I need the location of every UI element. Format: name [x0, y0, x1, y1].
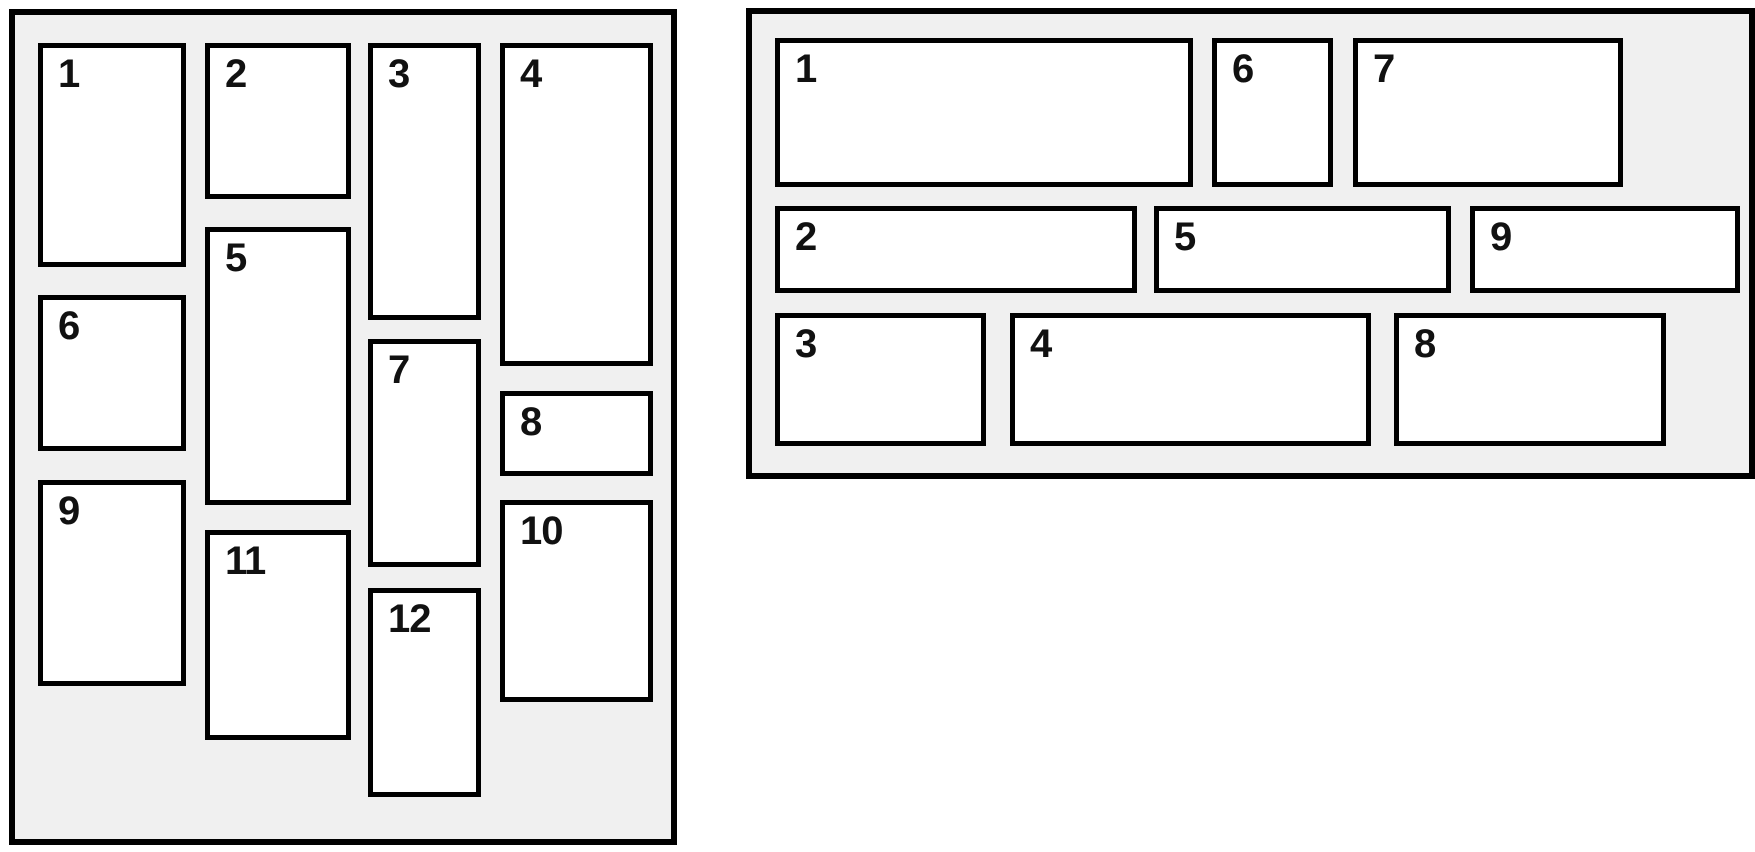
column-masonry-panel-item-10: 10	[500, 500, 653, 702]
row-masonry-panel: 1 2 3 4 5 6 7 8 9	[746, 8, 1755, 479]
column-masonry-panel-item-11: 11	[205, 530, 351, 740]
row-masonry-panel-item-3: 3	[775, 313, 986, 446]
item-number-label: 7	[1373, 47, 1395, 91]
column-masonry-panel-item-4: 4	[500, 43, 653, 366]
column-masonry-panel-item-6: 6	[38, 295, 186, 451]
item-number-label: 11	[225, 539, 266, 583]
item-number-label: 3	[795, 322, 817, 366]
column-masonry-panel-item-9: 9	[38, 480, 186, 686]
item-number-label: 5	[225, 236, 247, 280]
item-number-label: 7	[388, 348, 410, 392]
column-masonry-panel-item-5: 5	[205, 227, 351, 505]
row-masonry-panel-item-4: 4	[1010, 313, 1371, 446]
item-number-label: 2	[795, 215, 817, 259]
item-number-label: 9	[1490, 215, 1512, 259]
row-masonry-panel-item-6: 6	[1212, 38, 1333, 187]
row-masonry-panel-item-8: 8	[1394, 313, 1666, 446]
item-number-label: 9	[58, 489, 80, 533]
item-number-label: 1	[795, 47, 817, 91]
row-masonry-panel-item-9: 9	[1470, 206, 1740, 293]
row-masonry-panel-item-1: 1	[775, 38, 1193, 187]
item-number-label: 3	[388, 52, 410, 96]
column-masonry-panel-item-8: 8	[500, 391, 653, 476]
item-number-label: 10	[520, 509, 564, 553]
column-masonry-panel-item-2: 2	[205, 43, 351, 199]
row-masonry-panel-item-2: 2	[775, 206, 1137, 293]
item-number-label: 4	[1030, 322, 1052, 366]
item-number-label: 6	[58, 304, 80, 348]
column-masonry-panel-item-1: 1	[38, 43, 186, 267]
item-number-label: 2	[225, 52, 247, 96]
item-number-label: 5	[1174, 215, 1196, 259]
item-number-label: 8	[1414, 322, 1436, 366]
item-number-label: 8	[520, 400, 542, 444]
item-number-label: 1	[58, 52, 80, 96]
item-number-label: 4	[520, 52, 542, 96]
column-masonry-panel-item-3: 3	[368, 43, 481, 320]
column-masonry-panel-item-7: 7	[368, 339, 481, 567]
item-number-label: 12	[388, 597, 432, 641]
item-number-label: 6	[1232, 47, 1254, 91]
column-masonry-panel-item-12: 12	[368, 588, 481, 797]
row-masonry-panel-item-7: 7	[1353, 38, 1623, 187]
row-masonry-panel-item-5: 5	[1154, 206, 1451, 293]
